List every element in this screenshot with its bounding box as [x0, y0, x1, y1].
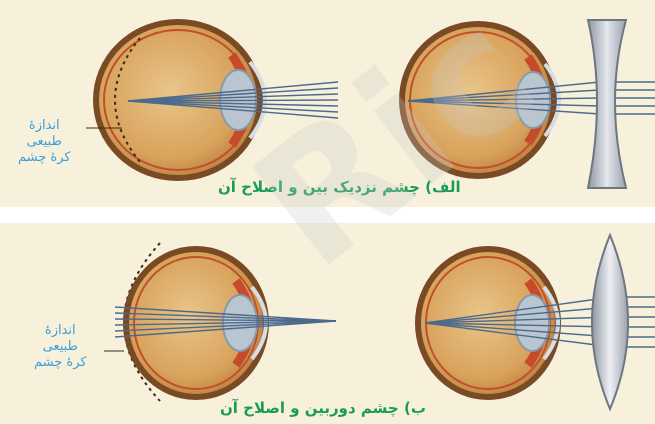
- myopia-panel: اندازهٔ طبیعی کرهٔ چشم الف) چشم نزدیک بی…: [0, 0, 655, 207]
- myopia-caption: الف) چشم نزدیک بین و اصلاح آن: [218, 178, 461, 196]
- concave-lens: [588, 20, 626, 188]
- hyperopia-panel: اندازهٔ طبیعی کرهٔ چشم ب) چشم دوربین و ا…: [0, 223, 655, 424]
- hyperopia-diagram: [0, 223, 655, 424]
- convex-lens: [592, 235, 628, 409]
- myopia-diagram: [0, 0, 655, 207]
- natural-size-label: اندازهٔ طبیعی کرهٔ چشم: [18, 118, 71, 166]
- natural-size-label-b: اندازهٔ طبیعی کرهٔ چشم: [34, 323, 87, 371]
- hyperopia-caption: ب) چشم دوربین و اصلاح آن: [220, 399, 426, 417]
